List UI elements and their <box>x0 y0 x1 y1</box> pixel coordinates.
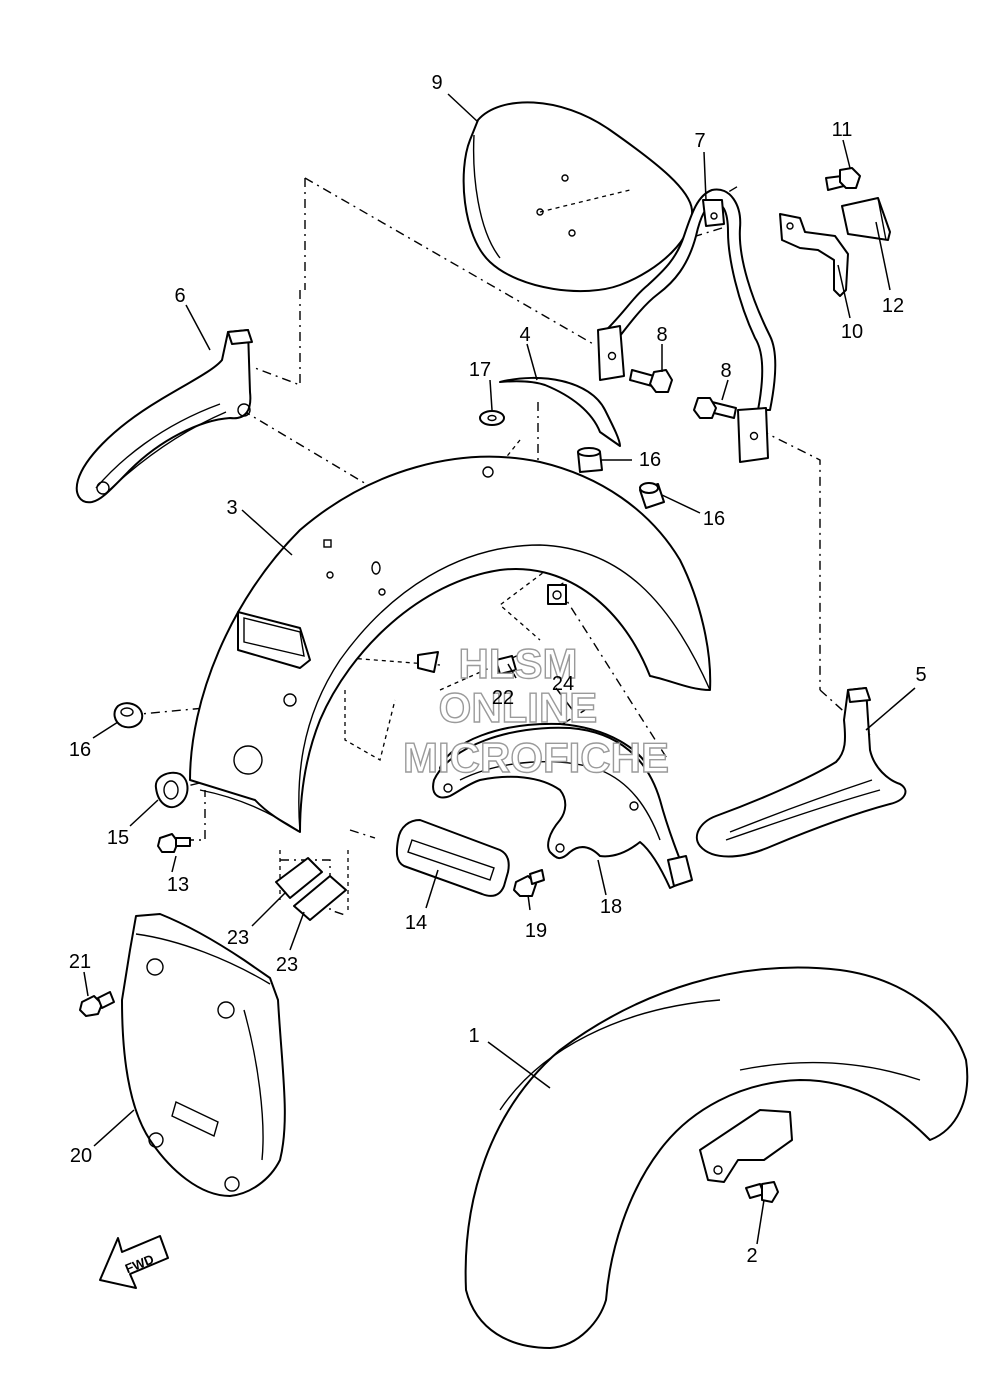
bolt-8-lower <box>693 397 737 419</box>
callout-18: 18 <box>600 896 622 918</box>
callout-16-right: 16 <box>703 508 725 530</box>
callout-9: 9 <box>431 72 442 94</box>
callout-15: 15 <box>107 827 129 849</box>
callout-23-left: 23 <box>227 927 249 949</box>
bolt-13 <box>157 833 191 853</box>
callout-17: 17 <box>469 359 491 381</box>
callout-14: 14 <box>405 912 427 934</box>
damper-16-left <box>113 702 144 729</box>
callout-24: 24 <box>552 673 574 695</box>
callout-12: 12 <box>882 295 904 317</box>
callout-7: 7 <box>694 130 705 152</box>
callout-2: 2 <box>746 1245 757 1267</box>
callout-16-top: 16 <box>639 449 661 471</box>
watermark-line-1: HLSM <box>459 640 578 687</box>
callout-6: 6 <box>174 285 185 307</box>
watermark-line-3: MICROFICHE <box>403 734 669 781</box>
bolt-19 <box>513 869 545 897</box>
damper-16-right <box>639 482 665 509</box>
callout-8-upper: 8 <box>656 324 667 346</box>
screw-11 <box>825 167 861 191</box>
front-fender-1 <box>464 966 969 1349</box>
callout-1: 1 <box>468 1025 479 1047</box>
grommet-15 <box>154 771 189 809</box>
callout-19: 19 <box>525 920 547 942</box>
callout-10: 10 <box>841 321 863 343</box>
backrest-stay <box>597 188 777 463</box>
callout-3: 3 <box>226 497 237 519</box>
callout-16-left: 16 <box>69 739 91 761</box>
callout-8-lower: 8 <box>720 360 731 382</box>
watermark: HLSM ONLINE MICROFICHE <box>402 639 669 781</box>
reflector-14 <box>395 819 510 897</box>
stay-5 <box>695 687 907 858</box>
inner-fender-18 <box>432 726 693 889</box>
rear-fender-3 <box>189 455 712 833</box>
stay-6 <box>75 329 253 504</box>
damper-16-top <box>577 447 603 473</box>
watermark-line-2: ONLINE <box>439 684 598 731</box>
bracket-10 <box>779 213 849 297</box>
callout-11: 11 <box>832 119 853 141</box>
pad-23-right <box>293 875 347 921</box>
callout-4: 4 <box>519 324 530 346</box>
callout-13: 13 <box>167 874 189 896</box>
callout-22: 22 <box>492 687 514 709</box>
leader-lines <box>83 93 916 1245</box>
pad-12 <box>841 197 891 241</box>
callout-21: 21 <box>69 951 91 973</box>
callout-5: 5 <box>915 664 926 686</box>
forward-arrow-icon: FWD <box>99 1235 169 1289</box>
side-cover-20 <box>121 913 286 1197</box>
screw-2 <box>745 1181 779 1203</box>
callout-23-right: 23 <box>276 954 298 976</box>
callout-labels: 9 7 11 12 10 8 8 6 4 17 16 16 3 5 22 24 … <box>69 72 927 1267</box>
bolt-21 <box>79 991 115 1017</box>
bolt-8-upper <box>629 369 673 393</box>
grommet-17 <box>479 410 505 426</box>
backrest-pad <box>462 101 694 293</box>
callout-20: 20 <box>70 1145 92 1167</box>
trim-4 <box>499 376 621 447</box>
